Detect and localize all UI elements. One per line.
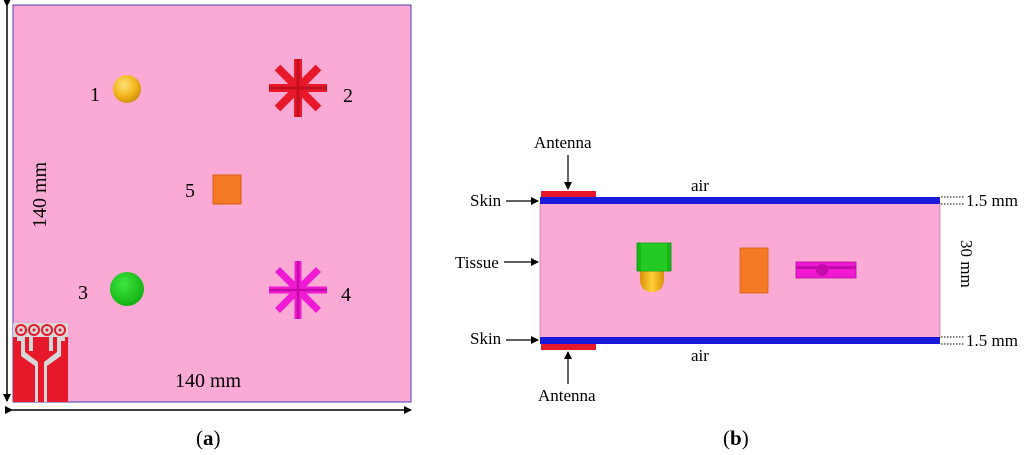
antenna-top-label: Antenna — [534, 133, 592, 152]
tissue-label: Tissue — [455, 253, 499, 272]
skin-top-label: Skin — [470, 191, 502, 210]
object-1-sphere — [113, 75, 141, 103]
object-1-label: 1 — [90, 84, 100, 106]
object-5-square — [212, 174, 242, 205]
skin-top-thickness-label: 1.5 mm — [966, 191, 1018, 210]
antenna-bottom — [541, 344, 596, 350]
object-2-label: 2 — [343, 85, 353, 107]
inclusion-bullet — [636, 242, 672, 292]
caption-a: (a) — [196, 426, 221, 450]
object-4-star — [269, 261, 327, 319]
air-top-label: air — [691, 176, 709, 195]
skin-bottom-layer — [540, 337, 940, 344]
skin-bottom-thickness-label: 1.5 mm — [966, 331, 1018, 350]
panel-a: 1 2 5 3 — [3, 0, 412, 450]
object-3-label: 3 — [78, 282, 88, 304]
air-bottom-label: air — [691, 346, 709, 365]
object-2-star — [269, 59, 327, 117]
antenna-bottom-label: Antenna — [538, 386, 596, 405]
skin-bottom-label: Skin — [470, 329, 502, 348]
inclusion-bar — [795, 261, 857, 279]
object-4-label: 4 — [341, 284, 351, 306]
inclusion-rectangle — [739, 247, 769, 294]
skin-top-layer — [540, 197, 940, 204]
object-5-label: 5 — [185, 180, 195, 202]
object-3-disk — [110, 272, 144, 306]
caption-b: (b) — [723, 426, 749, 450]
phantom-square — [12, 4, 412, 403]
antenna-array-icon — [13, 323, 68, 402]
width-dimension-label: 140 mm — [175, 370, 242, 392]
panel-b: Antenna Antenna Skin Tissue Skin air air… — [455, 133, 1018, 450]
antenna-top — [541, 191, 596, 197]
height-dimension-label: 140 mm — [29, 161, 51, 228]
tissue-thickness-label: 30 mm — [957, 240, 976, 288]
